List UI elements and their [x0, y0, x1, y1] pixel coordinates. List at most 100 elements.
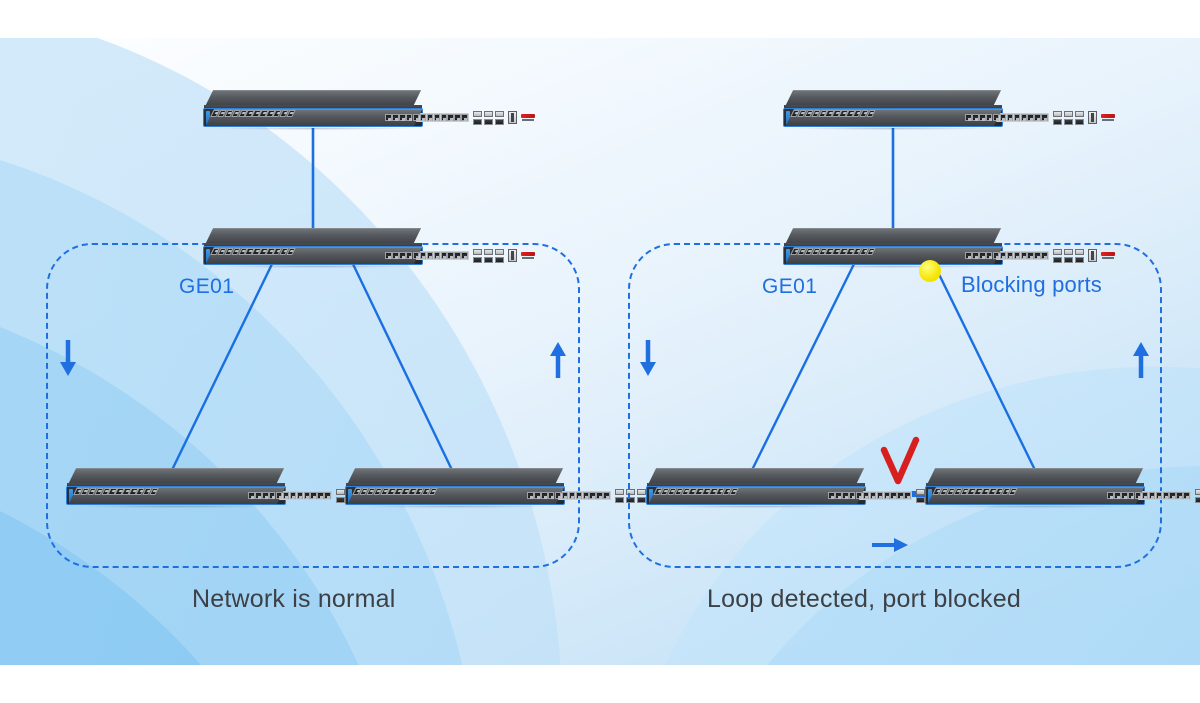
front-panel — [203, 246, 535, 265]
port-group-3 — [347, 487, 611, 504]
access-switch-left-1[interactable] — [66, 468, 398, 508]
port-label-ge01-left: GE01 — [179, 275, 235, 298]
access-switch-left-2[interactable] — [345, 468, 677, 508]
rj45-port — [1006, 114, 1014, 121]
rj45-port — [433, 252, 440, 259]
rj45-port — [461, 252, 468, 259]
rj45-port — [890, 492, 897, 499]
rj45-port — [1027, 252, 1034, 259]
rj45-port — [992, 252, 1000, 259]
rj45-port — [428, 488, 438, 495]
chassis-cap — [346, 483, 564, 488]
core-switch-left[interactable] — [203, 90, 535, 130]
rj45-port — [324, 492, 331, 499]
chassis-shadow — [355, 505, 555, 508]
front-panel — [925, 486, 1200, 505]
rj45-port — [1013, 114, 1020, 121]
rj45-port — [972, 114, 979, 121]
rj45-port — [904, 492, 911, 499]
access-switch-right-1[interactable] — [646, 468, 978, 508]
rj45-port — [286, 248, 296, 255]
rj45-port — [992, 114, 1000, 121]
rj45-port — [447, 252, 454, 259]
port-group-3 — [927, 487, 1191, 504]
distribution-switch-left[interactable] — [203, 228, 535, 268]
rj45-port — [986, 114, 993, 121]
usb-port — [1087, 249, 1097, 262]
rj45-port — [883, 492, 890, 499]
rj45-port — [1183, 492, 1190, 499]
rj45-port — [541, 492, 548, 499]
status-led-bar — [206, 110, 210, 125]
rj45-port — [527, 492, 534, 499]
rj45-port — [582, 492, 589, 499]
rj45-port — [303, 492, 310, 499]
rj45-port — [269, 492, 276, 499]
status-led-bar — [348, 488, 352, 503]
port-group-3 — [648, 487, 912, 504]
rj45-port — [729, 488, 739, 495]
rj45-port — [1121, 492, 1128, 499]
rj45-port — [965, 252, 972, 259]
rj45-port — [447, 114, 454, 121]
status-led-bar — [928, 488, 932, 503]
chassis-cap — [784, 243, 1002, 248]
chassis-shadow — [935, 505, 1135, 508]
rj45-port — [1148, 492, 1156, 499]
rj45-port — [1008, 488, 1018, 495]
rj45-port — [1027, 114, 1034, 121]
rj45-port — [440, 114, 447, 121]
chassis-shadow — [213, 127, 413, 130]
rj45-port — [876, 492, 883, 499]
rj45-port — [561, 492, 569, 499]
rj45-port — [419, 252, 427, 259]
rj45-port — [1041, 252, 1048, 259]
rj45-port — [596, 492, 603, 499]
rj45-port — [399, 114, 406, 121]
chassis-cap — [67, 483, 285, 488]
rj45-port — [603, 492, 610, 499]
rj45-port — [979, 114, 986, 121]
rj45-port — [275, 492, 283, 499]
rj45-port — [406, 114, 413, 121]
front-panel — [646, 486, 978, 505]
usb-port — [507, 249, 517, 262]
rj45-port — [262, 492, 269, 499]
chassis-cap — [647, 483, 865, 488]
sfp-module-bank — [472, 110, 504, 125]
rj45-port — [1134, 492, 1142, 499]
rj45-port — [1020, 114, 1027, 121]
sfp-module-bank — [1052, 248, 1084, 263]
rj45-port — [548, 492, 555, 499]
sfp-module-bank — [1052, 110, 1084, 125]
core-switch-right[interactable] — [783, 90, 1115, 130]
sfp-module-bank — [472, 248, 504, 263]
rj45-port — [1114, 492, 1121, 499]
front-panel — [203, 108, 535, 127]
chassis-cap — [204, 105, 422, 110]
rj45-port — [149, 488, 159, 495]
rj45-port — [1034, 252, 1041, 259]
rj45-port — [534, 492, 541, 499]
status-led-bar — [649, 488, 653, 503]
rj45-port — [1176, 492, 1183, 499]
chassis-shadow — [76, 505, 276, 508]
rj45-port — [979, 252, 986, 259]
access-switch-right-2[interactable] — [925, 468, 1200, 508]
rj45-port — [286, 110, 296, 117]
rj45-port — [999, 252, 1007, 259]
rj45-port — [897, 492, 904, 499]
port-group-3 — [785, 247, 1049, 264]
sfp-module-bank — [614, 488, 646, 503]
distribution-switch-right[interactable] — [783, 228, 1115, 268]
rj45-port — [412, 114, 420, 121]
usb-port — [1087, 111, 1097, 124]
blocking-port-indicator — [919, 260, 941, 282]
rj45-port — [1107, 492, 1114, 499]
rj45-port — [554, 492, 562, 499]
blocking-ports-label: Blocking ports — [961, 272, 1102, 297]
front-panel — [66, 486, 398, 505]
chassis-shadow — [656, 505, 856, 508]
vendor-logo — [520, 252, 535, 259]
